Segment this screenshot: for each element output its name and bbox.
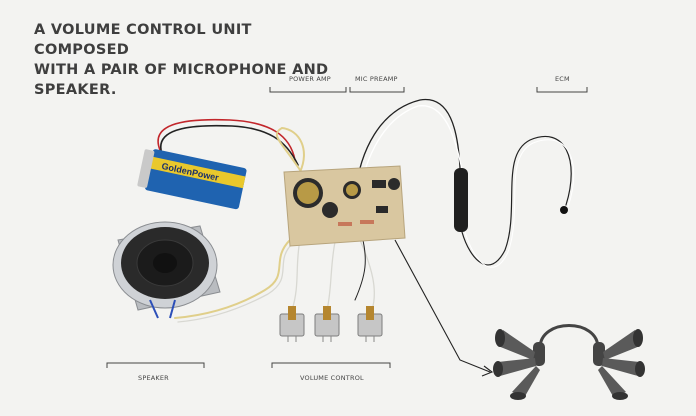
pot-lead-2 (326, 241, 336, 311)
wire-yellow-loop (275, 126, 305, 173)
heading-line-2: WITH A PAIR OF MICROPHONE AND (34, 62, 329, 78)
wire-white-speaker (177, 243, 293, 323)
label-power-amp: POWER AMP (289, 75, 331, 83)
ecm-cable (461, 135, 572, 266)
wire-yellow-speaker (174, 239, 291, 319)
headphones-megaphones-icon (493, 324, 645, 400)
volume-control-bracket (271, 362, 391, 368)
ic-chip (372, 180, 386, 188)
wire-black (159, 124, 299, 166)
pot-lead-black (354, 235, 366, 301)
capacitor-small-1 (322, 202, 338, 218)
ecm-bracket (536, 87, 588, 93)
ecm-mic-body (454, 168, 468, 232)
label-speaker: SPEAKER (138, 374, 169, 382)
battery-stripe (149, 156, 246, 189)
battery-cap (137, 149, 155, 188)
speaker (112, 221, 221, 319)
speaker-bracket (106, 362, 205, 368)
heading-line-3: SPEAKER. (34, 82, 117, 98)
arrow (394, 239, 494, 377)
mic-preamp-bracket (349, 87, 405, 93)
label-volume-control: VOLUME CONTROL (300, 374, 364, 382)
ecm-cable-white (464, 139, 575, 268)
wire-ecm-black (354, 98, 461, 196)
wire-red (157, 118, 296, 161)
pot-lead-3 (359, 239, 375, 311)
label-ecm: ECM (555, 75, 570, 83)
heading-line-1: A VOLUME CONTROL UNIT COMPOSED (34, 22, 252, 58)
potentiometer-icon (357, 306, 383, 342)
label-mic-preamp: MIC PREAMP (355, 75, 398, 83)
capacitor-top (297, 182, 319, 204)
power-amp-bracket (269, 87, 347, 93)
potentiometers (279, 306, 383, 342)
capacitor-small-3 (388, 178, 400, 190)
speaker-dustcap (153, 253, 177, 273)
speaker-leads (149, 299, 176, 319)
diagram-heading: A VOLUME CONTROL UNIT COMPOSED WITH A PA… (34, 20, 334, 100)
capacitor-small-2-top (346, 184, 358, 196)
ecm-capsule (560, 206, 568, 214)
microphone-icon (454, 168, 568, 232)
battery-icon: GoldenPower (137, 149, 247, 210)
label-bars (106, 87, 588, 368)
pot-lead-1 (291, 239, 301, 311)
resistor-1 (338, 222, 352, 226)
potentiometer-icon (314, 306, 340, 342)
wire-ecm-white (357, 105, 463, 199)
pcb-board (283, 165, 406, 247)
transistor (376, 206, 388, 213)
wires (157, 98, 575, 323)
potentiometer-icon (279, 306, 305, 342)
resistor-2 (360, 220, 374, 224)
